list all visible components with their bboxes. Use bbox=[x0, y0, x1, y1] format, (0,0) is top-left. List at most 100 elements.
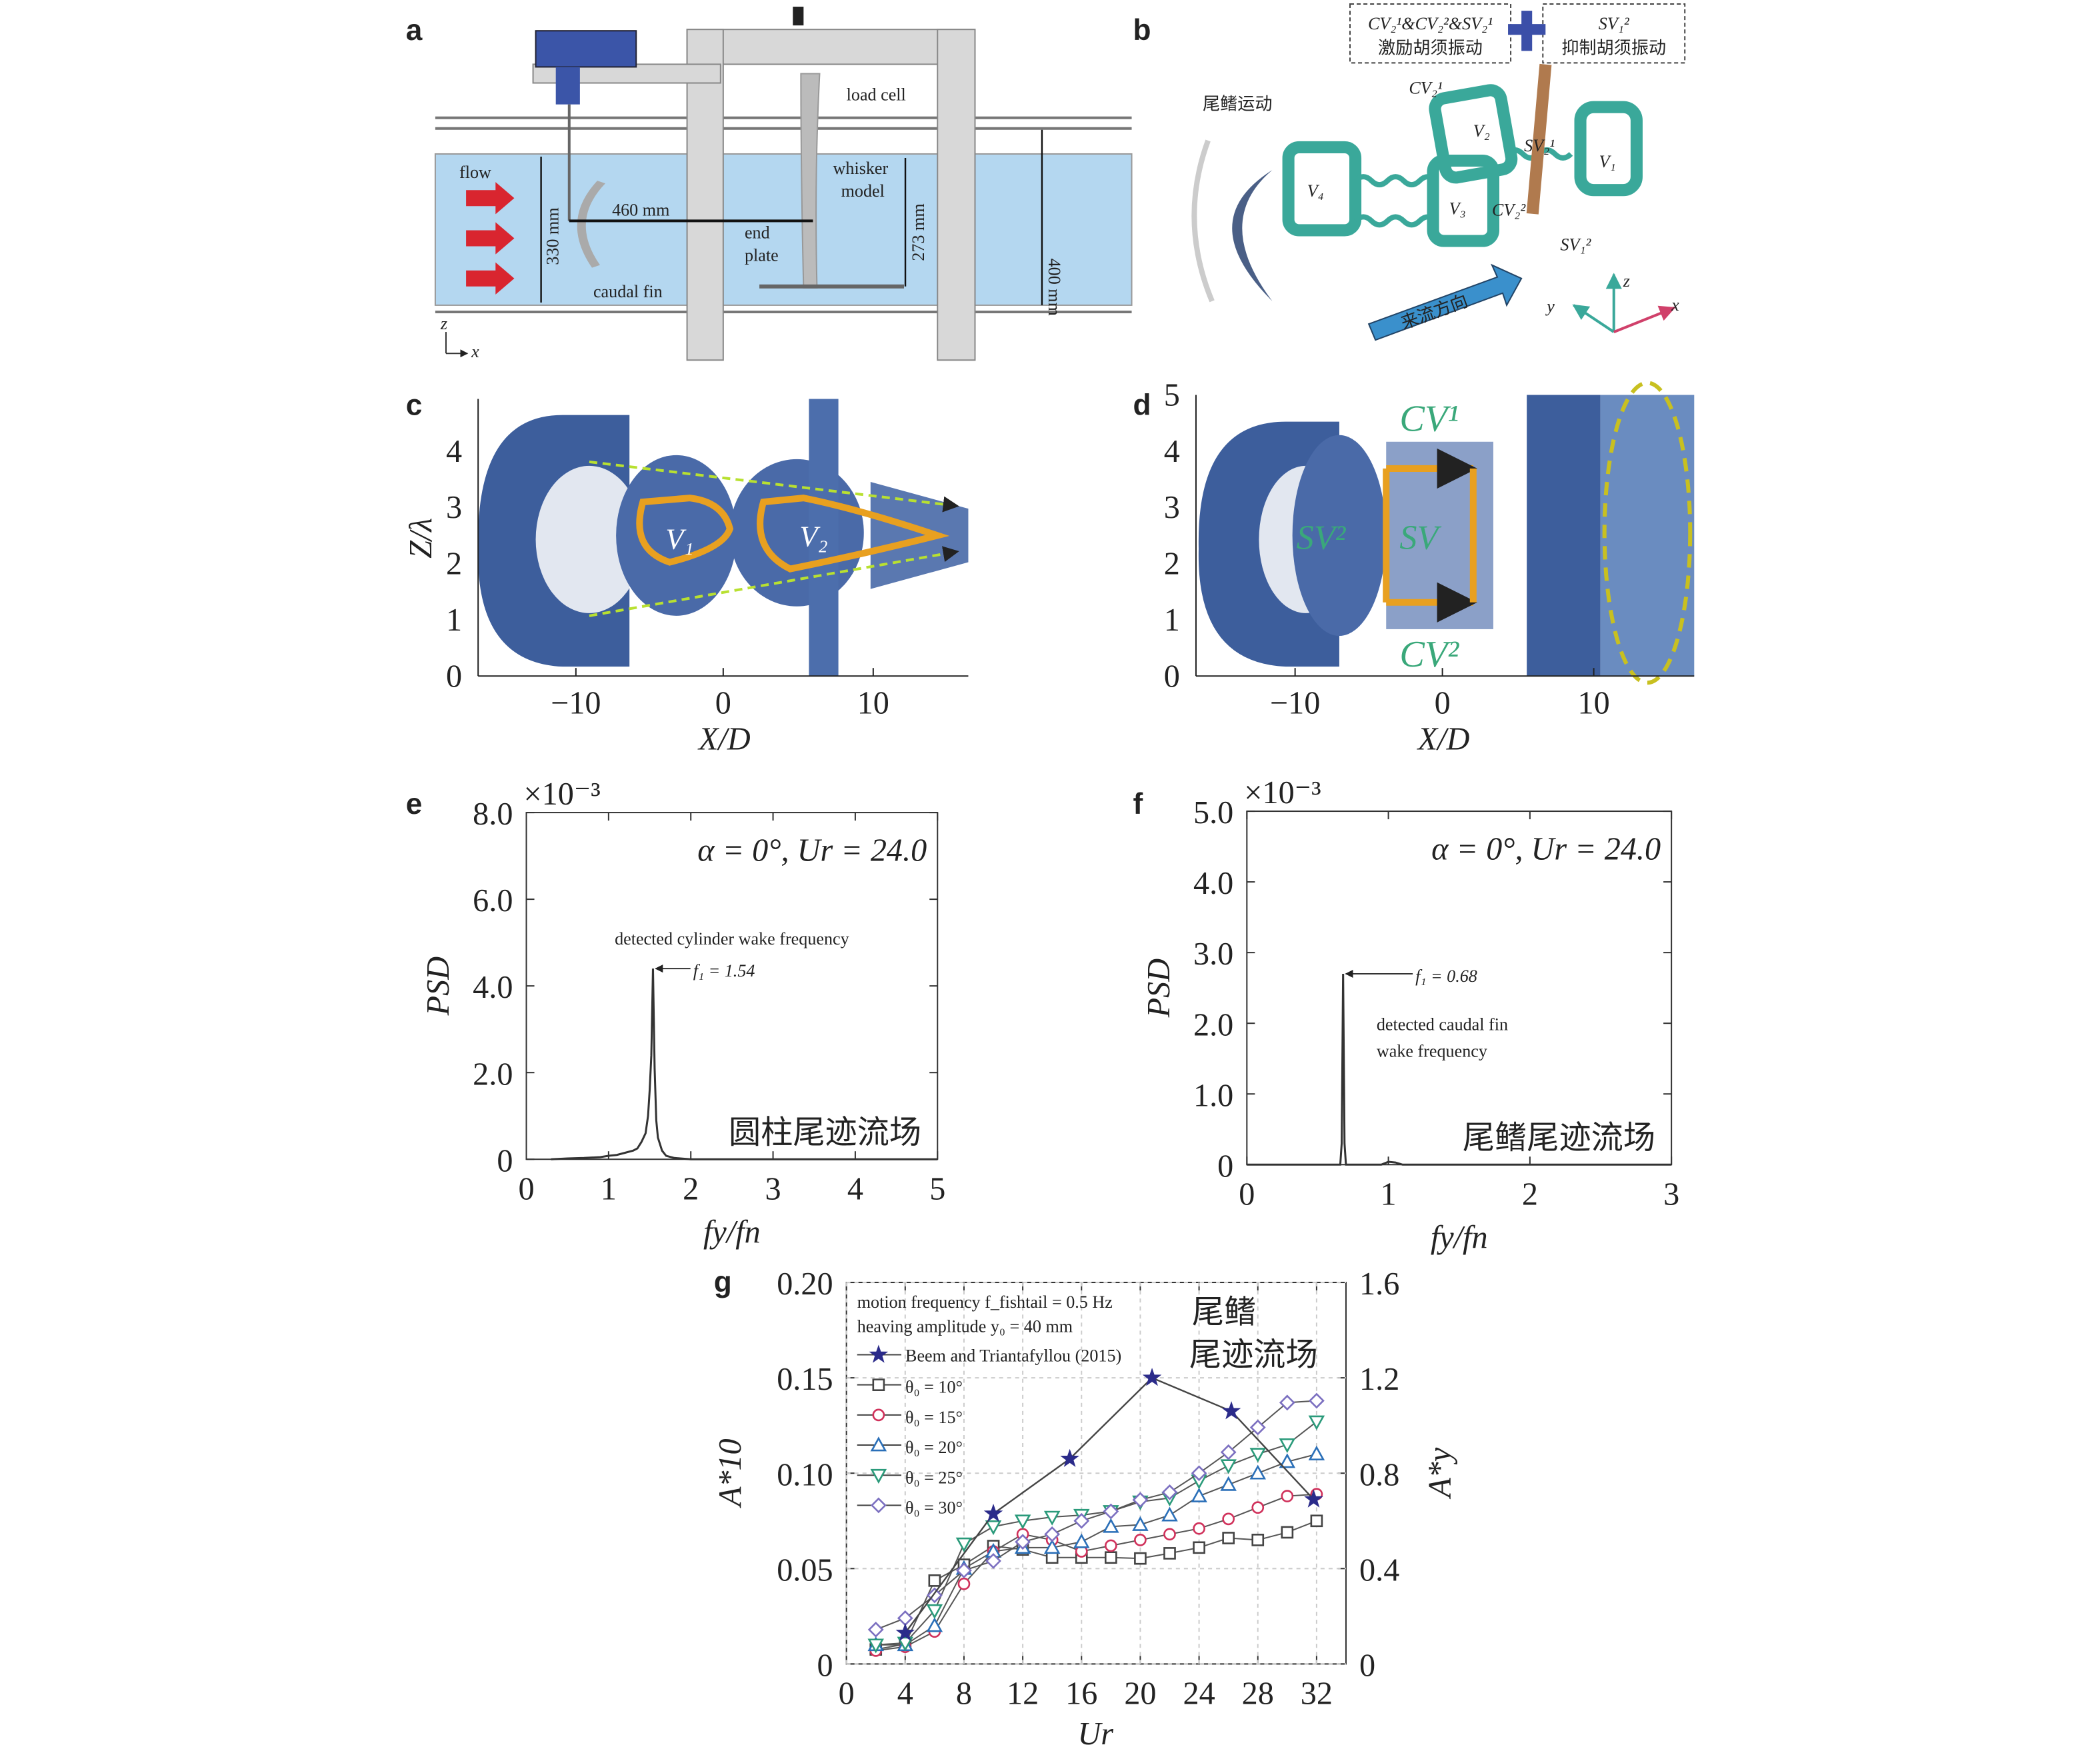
vortex-rings bbox=[1282, 84, 1643, 247]
series-line bbox=[875, 1453, 1317, 1646]
axis-z-label: z bbox=[440, 314, 447, 333]
caudal-fin-shape bbox=[577, 181, 606, 268]
circle-marker bbox=[1193, 1522, 1205, 1535]
y-tick-label: 0 bbox=[497, 1143, 513, 1178]
triangle-down-marker bbox=[1249, 1448, 1267, 1463]
y-tick-label: 2.0 bbox=[473, 1056, 513, 1092]
star-marker bbox=[1304, 1489, 1323, 1508]
condition-annotation: α = 0°, Ur = 24.0 bbox=[1431, 831, 1661, 867]
x-tick-label: 3 bbox=[765, 1172, 781, 1207]
circle-marker bbox=[872, 1408, 885, 1422]
y-tick-label: 0.05 bbox=[777, 1552, 833, 1588]
label-v4: V₄ bbox=[1307, 181, 1324, 201]
circle-marker bbox=[957, 1577, 971, 1590]
triangle-down-marker bbox=[870, 1468, 887, 1484]
series-line bbox=[875, 1400, 1317, 1630]
fin-icon bbox=[1232, 170, 1273, 301]
diamond-marker bbox=[1220, 1444, 1237, 1460]
triangle-up-marker bbox=[1043, 1539, 1061, 1554]
square-marker bbox=[1310, 1514, 1323, 1528]
flow-arrows bbox=[466, 182, 515, 295]
triangle-up-marker bbox=[1308, 1445, 1325, 1460]
triangle-down-marker bbox=[1220, 1459, 1237, 1474]
triangle-down-marker bbox=[955, 1537, 973, 1552]
panel-a: a flow load cell whisker model 460 m bbox=[406, 7, 1133, 361]
y-axis-label: A*10 bbox=[713, 1438, 748, 1508]
x-tick-label: 1 bbox=[601, 1172, 617, 1207]
depth-273-label: 273 mm bbox=[909, 203, 928, 261]
square-marker bbox=[872, 1378, 885, 1391]
x-axis-label: fy/fn bbox=[1431, 1220, 1488, 1255]
flow-label: flow bbox=[459, 163, 491, 182]
frame bbox=[532, 29, 976, 361]
x-tick-label: 24 bbox=[1183, 1676, 1215, 1712]
suppress-label: 抑制胡须振动 bbox=[1561, 38, 1666, 58]
x-tick-label: 4 bbox=[897, 1676, 913, 1712]
label-cv22: CV₂² bbox=[1492, 200, 1526, 219]
circle-marker bbox=[1222, 1512, 1235, 1526]
square-marker bbox=[1193, 1541, 1205, 1554]
panel-label-d: d bbox=[1133, 389, 1151, 422]
x-axis-label: X/D bbox=[697, 722, 751, 757]
x-tick-label: −10 bbox=[551, 685, 601, 721]
right-y-tick-label: 1.2 bbox=[1359, 1362, 1399, 1397]
vortex-visualization-c: V₁ V₂ bbox=[478, 399, 969, 677]
panel-label-e: e bbox=[406, 788, 423, 821]
right-y-axis-label: A*y bbox=[1423, 1447, 1458, 1500]
y-tick-label: 0 bbox=[446, 659, 462, 694]
x-tick-label: 8 bbox=[956, 1676, 972, 1712]
x-tick-label: 16 bbox=[1065, 1676, 1097, 1712]
y-tick-label: 0 bbox=[817, 1648, 833, 1683]
circle-marker bbox=[1105, 1539, 1117, 1552]
distance-label: 460 mm bbox=[612, 200, 669, 219]
series-line bbox=[875, 1421, 1317, 1646]
triangle-up-marker bbox=[1249, 1464, 1267, 1480]
triangle-down-marker bbox=[985, 1520, 1002, 1536]
square-marker bbox=[1163, 1547, 1176, 1560]
diamond-marker bbox=[867, 1622, 884, 1638]
field-label: 尾鳍尾迹流场 bbox=[1463, 1119, 1655, 1156]
triangle-up-marker bbox=[926, 1617, 943, 1632]
load-cell-label: load cell bbox=[847, 85, 906, 105]
triangle-up-marker bbox=[1073, 1533, 1090, 1548]
star-marker bbox=[869, 1344, 889, 1363]
excite-label: 激励胡须振动 bbox=[1378, 38, 1483, 58]
x-axis-label: X/D bbox=[1417, 722, 1470, 757]
label-sv21: SV₂¹ bbox=[1524, 136, 1555, 155]
diamond-marker bbox=[897, 1610, 913, 1626]
motor bbox=[535, 30, 637, 68]
y-tick-label: 8.0 bbox=[473, 797, 513, 832]
x-tick-label: 20 bbox=[1124, 1676, 1156, 1712]
x-tick-label: −10 bbox=[1270, 685, 1320, 721]
y-axis-label: Z/λ bbox=[403, 518, 439, 559]
diamond-marker bbox=[1073, 1512, 1090, 1529]
x-tick-label: 4 bbox=[847, 1172, 863, 1207]
series-diamond bbox=[867, 1392, 1325, 1638]
legend-label: Beem and Triantafyllou (2015) bbox=[905, 1346, 1121, 1366]
y-tick-label: 2 bbox=[446, 547, 462, 582]
label-cv21: CV₂¹ bbox=[1409, 79, 1442, 98]
x-tick-label: 0 bbox=[715, 685, 731, 721]
circle-marker bbox=[1134, 1534, 1147, 1546]
diamond-marker bbox=[1191, 1465, 1207, 1482]
excite-vortices-label: CV₂¹&CV₂²&SV₂¹ bbox=[1368, 14, 1493, 33]
triangle-up-marker bbox=[1103, 1518, 1119, 1533]
star-marker bbox=[895, 1622, 915, 1642]
y-tick-label: 5 bbox=[1164, 378, 1180, 413]
end-plate-label-1: end bbox=[745, 223, 770, 242]
triangle-up-marker bbox=[1279, 1453, 1296, 1468]
x-tick-label: 2 bbox=[683, 1172, 699, 1207]
x-tick-label: 0 bbox=[1239, 1177, 1255, 1212]
diamond-marker bbox=[1044, 1526, 1061, 1542]
label-v1: V₁ bbox=[1599, 152, 1616, 171]
y-tick-label: 3 bbox=[446, 490, 462, 525]
square-marker bbox=[928, 1574, 941, 1587]
y-tick-label: 0 bbox=[1217, 1148, 1233, 1184]
diamond-marker bbox=[985, 1552, 1001, 1569]
triangle-up-marker bbox=[1161, 1506, 1178, 1522]
panel-label-a: a bbox=[406, 14, 423, 47]
flow-direction-arrow: 来流方向 bbox=[1367, 263, 1523, 341]
